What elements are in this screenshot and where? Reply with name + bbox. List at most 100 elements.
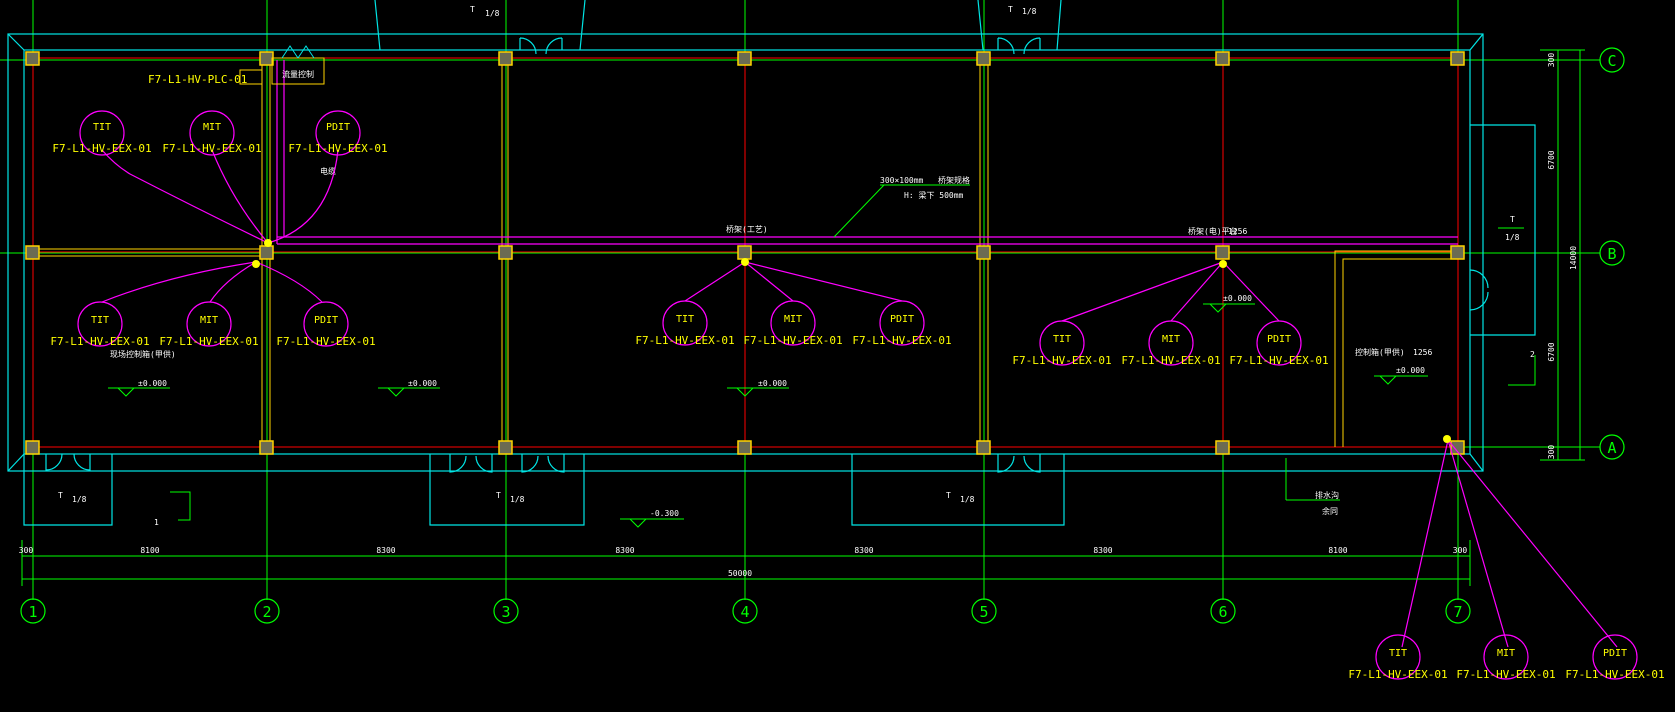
cable-tray[interactable] — [276, 60, 1458, 245]
column — [976, 245, 991, 260]
column — [1215, 440, 1230, 455]
column — [1215, 51, 1230, 66]
instrument-mit-3[interactable]: MIT F7-L1-HV-EEX-01 — [743, 300, 843, 347]
instrument-tag: F7-L1-HV-EEX-01 — [288, 142, 387, 155]
instrument-pdit-4[interactable]: PDIT F7-L1-HV-EEX-01 — [1229, 320, 1329, 367]
dim-bay: 8300 — [376, 546, 395, 555]
svg-text:1/8: 1/8 — [1505, 233, 1520, 242]
instrument-tag: F7-L1-HV-EEX-01 — [852, 334, 951, 347]
instrument-type: TIT — [91, 315, 109, 326]
instrument-tag: F7-L1-HV-EEX-01 — [159, 335, 258, 348]
axis-bubbles: 1 2 3 4 5 6 7 C B A — [20, 47, 1625, 624]
svg-text:300: 300 — [1547, 445, 1556, 460]
column — [25, 51, 40, 66]
dimension-lines-right: 300 6700 6700 300 14000 — [1540, 49, 1585, 461]
svg-text:1/8: 1/8 — [485, 9, 500, 18]
dim-bay: 8300 — [1093, 546, 1112, 555]
svg-text:T: T — [946, 491, 951, 500]
axis-bubble-5[interactable]: 5 — [971, 598, 997, 624]
instrument-tag: F7-L1-HV-EEX-01 — [743, 334, 842, 347]
instrument-tit-4[interactable]: TIT F7-L1-HV-EEX-01 — [1012, 320, 1112, 367]
svg-text:6: 6 — [1218, 603, 1227, 621]
instrument-tag: F7-L1-HV-EEX-01 — [1348, 668, 1447, 681]
column — [1215, 245, 1230, 260]
tray-label-left: 桥架(工艺) — [726, 224, 768, 234]
instrument-mit-1[interactable]: MIT F7-L1-HV-EEX-01 — [162, 110, 262, 156]
grid-lines — [0, 0, 1600, 600]
svg-text:T: T — [1008, 5, 1013, 14]
axis-bubble-4[interactable]: 4 — [732, 598, 758, 624]
svg-text:1/8: 1/8 — [510, 495, 525, 504]
column — [1450, 51, 1465, 66]
instrument-tag: F7-L1-HV-EEX-01 — [635, 334, 734, 347]
instrument-pdit-5[interactable]: PDIT F7-L1-HV-EEX-01 — [1565, 634, 1665, 681]
instrument-tag: F7-L1-HV-EEX-01 — [50, 335, 149, 348]
tray-spec-1: 300×100mm — [880, 176, 924, 185]
instrument-type: MIT — [203, 122, 221, 133]
instrument-tag: F7-L1-HV-EEX-01 — [1121, 354, 1220, 367]
svg-text:±0.000: ±0.000 — [758, 379, 787, 388]
weak-label: 电缆 — [320, 166, 336, 176]
level-marker: ±0.000 — [727, 379, 789, 397]
level-marker: -0.300 — [620, 509, 684, 528]
instrument-mit-5[interactable]: MIT F7-L1-HV-EEX-01 — [1456, 634, 1556, 681]
instrument-bubble — [77, 301, 123, 347]
instrument-tag: F7-L1-HV-EEX-01 — [52, 142, 151, 155]
svg-text:-0.300: -0.300 — [650, 509, 679, 518]
axis-bubble-6[interactable]: 6 — [1210, 598, 1236, 624]
instrument-bubble — [1592, 634, 1638, 680]
mark-2: 2 — [1530, 350, 1535, 359]
instrument-tit-5[interactable]: TIT F7-L1-HV-EEX-01 — [1348, 634, 1448, 681]
instrument-bubble — [770, 300, 816, 346]
svg-text:C: C — [1607, 52, 1616, 70]
instrument-bubble — [189, 110, 235, 156]
room-note-right-num: 1256 — [1413, 348, 1432, 357]
instrument-tag: F7-L1-HV-EEX-01 — [1565, 668, 1664, 681]
instrument-type: MIT — [200, 315, 218, 326]
instrument-bubble — [1375, 634, 1421, 680]
svg-text:6700: 6700 — [1547, 150, 1556, 169]
axis-bubble-b[interactable]: B — [1599, 240, 1625, 266]
axis-bubble-2[interactable]: 2 — [254, 598, 280, 624]
instrument-pdit-1[interactable]: PDIT F7-L1-HV-EEX-01 — [288, 110, 388, 156]
svg-text:7: 7 — [1453, 603, 1462, 621]
instrument-bubble — [303, 301, 349, 347]
section-marks: T 1/8 T 1/8 T 1/8 T 1/8 T 1/8 T 1/8 1 2 — [58, 5, 1536, 527]
instrument-tit-1[interactable]: TIT F7-L1-HV-EEX-01 — [52, 110, 152, 156]
svg-text:T: T — [58, 491, 63, 500]
column — [498, 51, 513, 66]
instrument-pdit-3[interactable]: PDIT F7-L1-HV-EEX-01 — [852, 300, 952, 347]
instrument-tit-2[interactable]: TIT F7-L1-HV-EEX-01 — [50, 301, 150, 348]
plc-panel[interactable]: F7-L1-HV-PLC-01 流量控制 — [148, 45, 325, 86]
tray-label-right: 桥架(电)平台 — [1188, 226, 1238, 236]
column — [259, 51, 274, 66]
column — [498, 245, 513, 260]
instrument-type: PDIT — [314, 315, 338, 326]
column — [737, 51, 752, 66]
instrument-tit-3[interactable]: TIT F7-L1-HV-EEX-01 — [635, 300, 735, 347]
outer-wall — [7, 33, 1484, 472]
axis-bubble-c[interactable]: C — [1599, 47, 1625, 73]
instrument-mit-4[interactable]: MIT F7-L1-HV-EEX-01 — [1121, 320, 1221, 367]
instrument-type: TIT — [1053, 334, 1071, 345]
axis-bubble-a[interactable]: A — [1599, 434, 1625, 460]
instrument-type: TIT — [1389, 648, 1407, 659]
svg-text:1: 1 — [28, 603, 37, 621]
instrument-tag: F7-L1-HV-EEX-01 — [162, 142, 261, 155]
instrument-pdit-2[interactable]: PDIT F7-L1-HV-EEX-01 — [276, 301, 376, 348]
dim-bay: 8100 — [1328, 546, 1347, 555]
instrument-type: PDIT — [1267, 334, 1291, 345]
column — [259, 245, 274, 260]
instrument-type: MIT — [1162, 334, 1180, 345]
column — [25, 245, 40, 260]
column — [259, 440, 274, 455]
room-note-left: 现场控制箱(甲供) — [110, 349, 176, 359]
axis-bubble-3[interactable]: 3 — [493, 598, 519, 624]
instrument-mit-2[interactable]: MIT F7-L1-HV-EEX-01 — [159, 301, 259, 348]
structural-columns — [25, 51, 1465, 455]
instrument-tag: F7-L1-HV-EEX-01 — [1229, 354, 1328, 367]
axis-bubble-7[interactable]: 7 — [1445, 598, 1471, 624]
svg-text:±0.000: ±0.000 — [138, 379, 167, 388]
axis-bubble-1[interactable]: 1 — [20, 598, 46, 624]
